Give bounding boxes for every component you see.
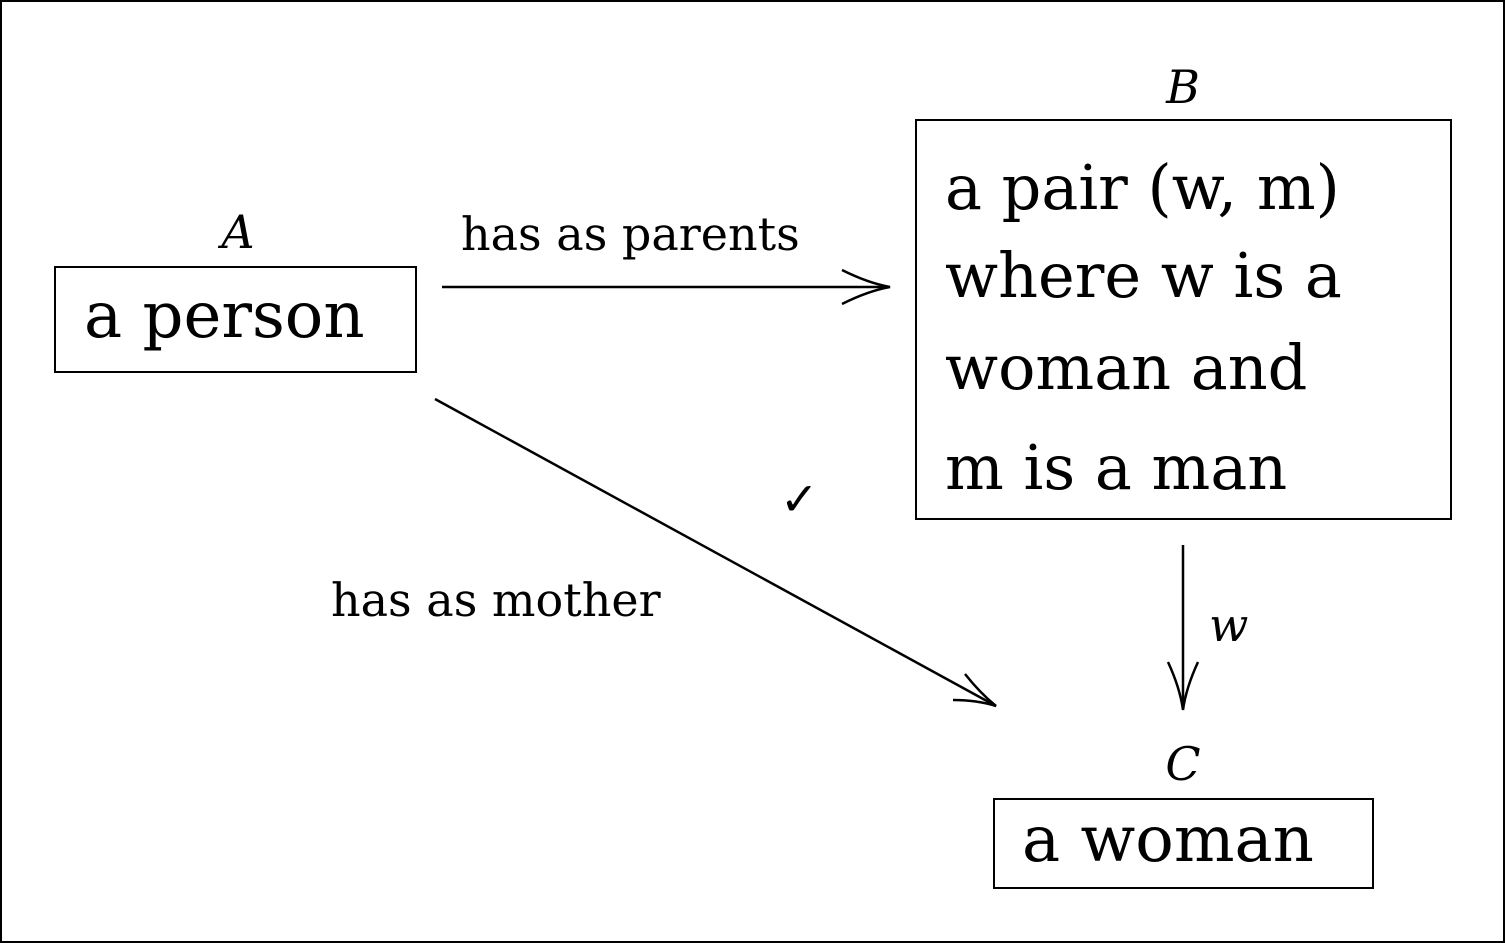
arrow-a-to-b	[442, 268, 891, 306]
node-a-label: A	[221, 205, 255, 259]
arrow-b-to-c	[1166, 545, 1200, 711]
arrow-a-to-c	[434, 397, 997, 708]
edge-a-to-c-label: has as mother	[331, 573, 661, 627]
node-c-box: a woman	[993, 798, 1374, 889]
edge-a-to-b-label: has as parents	[461, 207, 800, 261]
node-b-line-2: where w is a	[945, 239, 1342, 312]
checkmark-icon: ✓	[780, 472, 819, 526]
node-a-box: a person	[54, 266, 417, 373]
edge-b-to-c-label: w	[1209, 598, 1249, 652]
node-b-box: a pair (w, m) where w is a woman and m i…	[915, 119, 1452, 520]
node-a-text: a person	[84, 279, 365, 353]
node-b-label: B	[1166, 60, 1200, 114]
node-b-line-1: a pair (w, m)	[945, 151, 1340, 224]
node-c-text: a woman	[1022, 803, 1314, 877]
node-c-label: C	[1165, 737, 1201, 791]
node-b-line-4: m is a man	[945, 431, 1288, 504]
node-b-line-3: woman and	[945, 331, 1308, 404]
